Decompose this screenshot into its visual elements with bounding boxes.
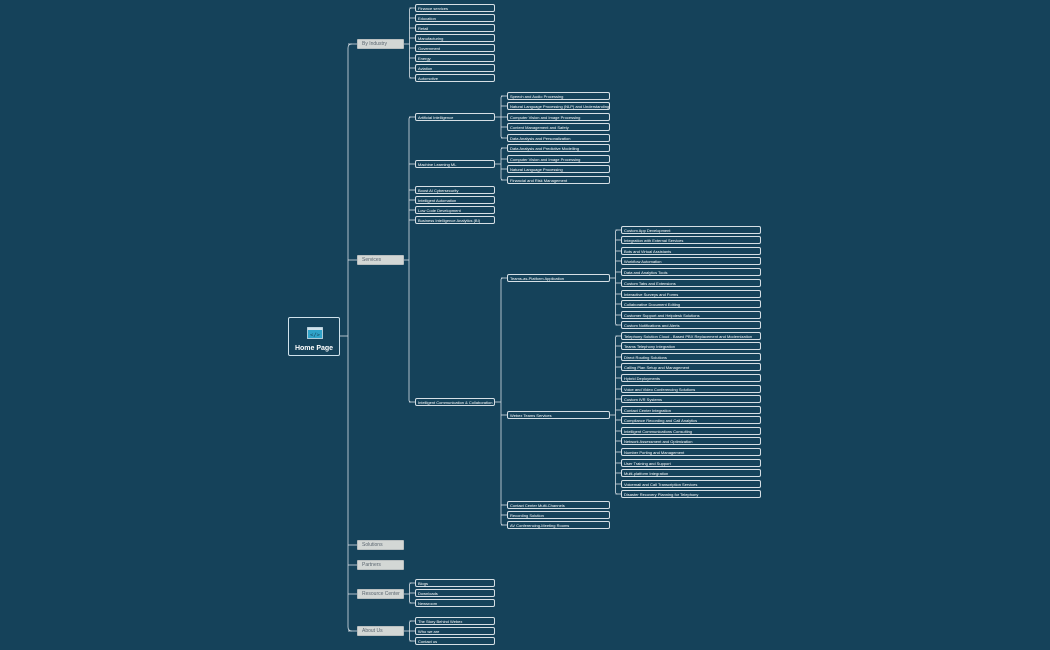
l1-industry[interactable]: By Industry xyxy=(357,39,404,49)
industry-aviation[interactable]: Aviation xyxy=(415,64,495,72)
webex-direct-routing-solutions[interactable]: Direct Routing Solutions xyxy=(621,353,761,361)
webex-number-porting-and-management[interactable]: Number Porting and Management xyxy=(621,448,761,456)
about-contact-us[interactable]: Contact us xyxy=(415,637,495,645)
ai-content-management-and-safety[interactable]: Content Management and Safety xyxy=(507,123,610,131)
services-bar xyxy=(408,116,412,403)
webex-telephony-solution-cloud-based-pbx-replacement-and-modernization[interactable]: Telephony Solution Cloud - Based PBX Rep… xyxy=(621,332,761,340)
service-artificial-intelligence[interactable]: Artificial Intelligence xyxy=(415,113,495,121)
ml-bracket-bar xyxy=(500,147,504,181)
ml-computer-vision-and-image-processing[interactable]: Computer Vision and Image Processing xyxy=(507,155,610,163)
industry-finance-services[interactable]: Finance services xyxy=(415,4,495,12)
industry-bracket-bar xyxy=(409,7,412,79)
webex-user-training-and-support[interactable]: User Training and Support xyxy=(621,459,761,467)
icc-av-conferencing-meeting-rooms[interactable]: AV Conferencing-Meeting Rooms xyxy=(507,521,610,529)
root-node[interactable]: </> Home Page xyxy=(288,317,340,356)
webex-voicemail-and-call-transcription-services[interactable]: Voicemail and Call Transcription Service… xyxy=(621,480,761,488)
l1-partners[interactable]: Partners xyxy=(357,560,404,570)
industry-retail[interactable]: Retail xyxy=(415,24,495,32)
webex-hybrid-deployments[interactable]: Hybrid Deployments xyxy=(621,374,761,382)
industry-automotive[interactable]: Automotive xyxy=(415,74,495,82)
l1-solutions[interactable]: Solutions xyxy=(357,540,404,550)
service-business-intelligence-analytics-bi[interactable]: Business Intelligence Analytics (BI) xyxy=(415,216,495,224)
l1-about[interactable]: About Us xyxy=(357,626,404,636)
teams-bots-and-virtual-assistants[interactable]: Bots and Virtual Assistants xyxy=(621,247,761,255)
webex-teams-telephony-integration[interactable]: Teams Telephony Integration xyxy=(621,342,761,350)
industry-government[interactable]: Government xyxy=(415,44,495,52)
webex-intelligent-communications-consulting[interactable]: Intelligent Communications Consulting xyxy=(621,427,761,435)
svg-text:</>: </> xyxy=(310,333,321,339)
service-boost-ai-cybersecurity[interactable]: Boost AI Cybersecurity xyxy=(415,186,495,194)
teams-custom-notifications-and-alerts[interactable]: Custom Notifications and Alerts xyxy=(621,321,761,329)
code-window-icon: </> xyxy=(307,327,323,339)
webex-network-assessment-and-optimization[interactable]: Network Assessment and Optimization xyxy=(621,437,761,445)
icc-bracket-bar xyxy=(500,277,504,526)
resource-downloads[interactable]: Downloads xyxy=(415,589,495,597)
teams-interactive-surveys-and-forms[interactable]: Interactive Surveys and Forms xyxy=(621,290,761,298)
teams-customer-support-and-helpdesk-solutions[interactable]: Customer Support and Helpdesk Solutions xyxy=(621,311,761,319)
about-the-story-behind-webex[interactable]: The Story Behind Webex xyxy=(415,617,495,625)
ml-natural-language-processing[interactable]: Natural Language Processing xyxy=(507,165,610,173)
industry-education[interactable]: Education xyxy=(415,14,495,22)
icc-contact-center-multi-channels[interactable]: Contact Center Multi-Channels xyxy=(507,501,610,509)
webex-compliance-recording-and-call-analytics[interactable]: Compliance Recording and Call Analytics xyxy=(621,416,761,424)
resource-blogs[interactable]: Blogs xyxy=(415,579,495,587)
ai-speech-and-audio-processing[interactable]: Speech and Audio Processing xyxy=(507,92,610,100)
teams-data-and-analytics-tools[interactable]: Data and Analytics Tools xyxy=(621,268,761,276)
webex-bracket-bar xyxy=(615,335,618,495)
ml-financial-and-risk-management[interactable]: Financial and Risk Management xyxy=(507,176,610,184)
teams-custom-app-development[interactable]: Custom App Development xyxy=(621,226,761,234)
icc-webex-teams-services[interactable]: Webex Teams Services xyxy=(507,411,610,419)
ai-data-analysis-and-personalization[interactable]: Data Analysis and Personalization xyxy=(507,134,610,142)
teams-custom-tabs-and-extensions[interactable]: Custom Tabs and Extensions xyxy=(621,279,761,287)
webex-multi-platform-integration[interactable]: Multi-platform Integration xyxy=(621,469,761,477)
l1-resource[interactable]: Resource Center xyxy=(357,589,404,599)
webex-calling-plan-setup-and-management[interactable]: Calling Plan Setup and Management xyxy=(621,363,761,371)
webex-contact-center-integration[interactable]: Contact Center Integration xyxy=(621,406,761,414)
industry-energy[interactable]: Energy xyxy=(415,54,495,62)
ml-data-analysis-and-predictive-modelling[interactable]: Data Analysis and Predictive Modelling xyxy=(507,144,610,152)
webex-disaster-recovery-planning-for-telephony[interactable]: Disaster Recovery Planning for Telephony xyxy=(621,490,761,498)
service-intelligent-automation[interactable]: Intelligent Automation xyxy=(415,196,495,204)
service-machine-learning-ml[interactable]: Machine Learning ML xyxy=(415,160,495,168)
icc-teams-as-platform-application[interactable]: Teams-as-Platform Application xyxy=(507,274,610,282)
ai-computer-vision-and-image-processing[interactable]: Computer Vision and Image Processing xyxy=(507,113,610,121)
root-label: Home Page xyxy=(294,345,334,352)
service-intelligent-communication-collaboration[interactable]: Intelligent Communication & Collaboratio… xyxy=(415,398,495,406)
teams-integration-with-external-services[interactable]: Integration with External Services xyxy=(621,236,761,244)
webex-custom-ivr-systems[interactable]: Custom IVR Systems xyxy=(621,395,761,403)
l1-services[interactable]: Services xyxy=(357,255,404,265)
ai-natural-language-processing-nlp-and-understanding[interactable]: Natural Language Processing (NLP) and Un… xyxy=(507,102,610,110)
root-bar xyxy=(347,43,353,632)
teams-bracket-bar xyxy=(615,229,618,326)
resource-newsroom[interactable]: Newsroom xyxy=(415,599,495,607)
icc-recording-solution[interactable]: Recording Solution xyxy=(507,511,610,519)
webex-voice-and-video-conferencing-solutions[interactable]: Voice and Video Conferencing Solutions xyxy=(621,385,761,393)
teams-workflow-automation[interactable]: Workflow Automation xyxy=(621,257,761,265)
teams-collaborative-document-editing[interactable]: Collaborative Document Editing xyxy=(621,300,761,308)
industry-manufacturing[interactable]: Manufacturing xyxy=(415,34,495,42)
service-low-code-development[interactable]: Low Code Development xyxy=(415,206,495,214)
about-who-we-are[interactable]: Who we are xyxy=(415,627,495,635)
